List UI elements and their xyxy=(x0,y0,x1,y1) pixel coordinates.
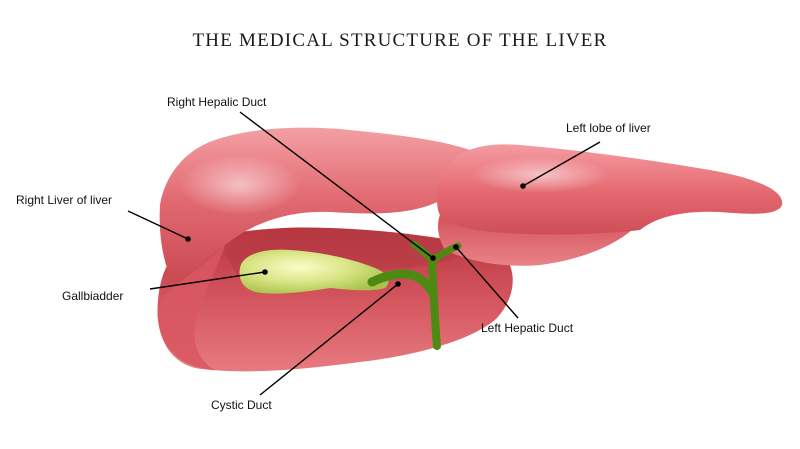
leader-lines xyxy=(127,111,601,396)
label-left-lobe: Left lobe of liver xyxy=(566,121,651,135)
leader-dots xyxy=(185,183,526,287)
label-gallbladder: Gallbiadder xyxy=(62,289,124,303)
dot-cystic xyxy=(395,281,401,287)
dot-right-liver xyxy=(185,236,191,242)
leader-right-liver xyxy=(127,210,189,240)
leader-left-lobe xyxy=(522,141,601,187)
label-left-hepatic-duct: Left Hepatic Duct xyxy=(481,321,574,335)
liver-highlight-left xyxy=(470,157,610,193)
diagram-title: THE MEDICAL STRUCTURE OF THE LIVER xyxy=(192,30,608,51)
label-cystic-duct: Cystic Duct xyxy=(211,398,272,412)
liver-highlight-right xyxy=(180,155,300,215)
dot-left-lobe xyxy=(520,183,526,189)
leader-cystic xyxy=(259,283,399,396)
dot-gallbladder xyxy=(262,269,268,275)
dot-right-hepatic xyxy=(430,255,436,261)
leader-left-hepatic xyxy=(455,246,519,319)
gallbladder-shape xyxy=(239,249,389,294)
leader-gallbladder xyxy=(149,271,266,290)
label-right-liver: Right Liver of liver xyxy=(16,193,113,207)
liver-right-rim xyxy=(157,245,225,370)
common-bile-duct-shape xyxy=(428,254,441,350)
cystic-duct-shape xyxy=(367,269,437,297)
liver-left-lobe xyxy=(436,144,783,235)
leader-right-hepatic xyxy=(239,111,434,259)
dot-left-hepatic xyxy=(453,244,459,250)
label-right-hepatic-duct: Right Hepalic Duct xyxy=(167,95,267,109)
